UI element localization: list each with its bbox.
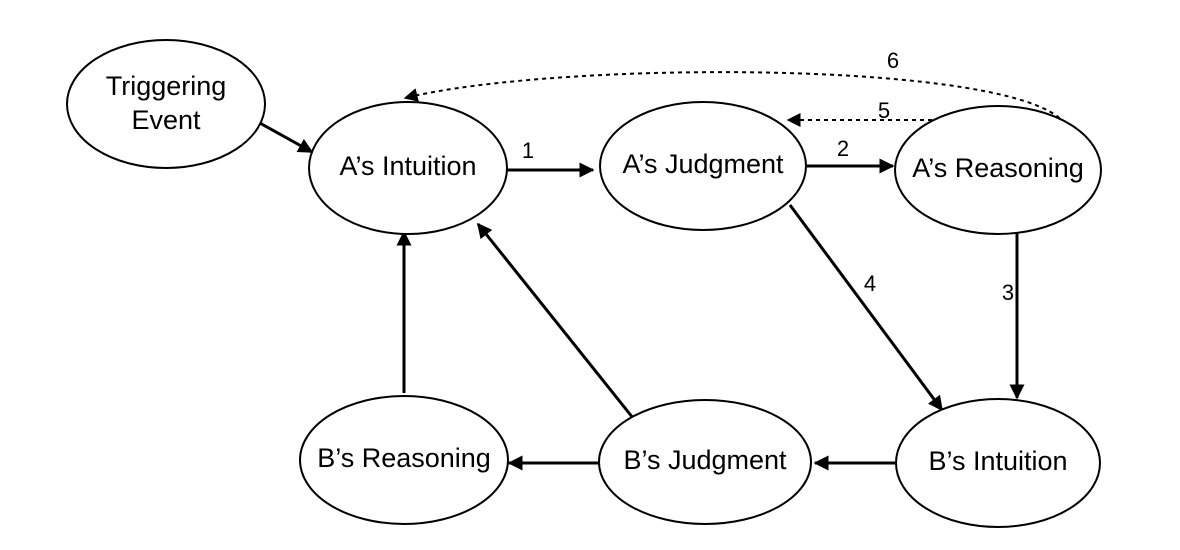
- node-a-reasoning: A’s Reasoning: [894, 105, 1102, 235]
- node-b-intuition: B’s Intuition: [895, 398, 1101, 528]
- node-label-line: B’s Judgment: [623, 445, 787, 475]
- node-label-line: Event: [131, 105, 201, 135]
- node-label-line: B’s Reasoning: [317, 443, 491, 473]
- edge-trigger-to-a-intuition: [257, 120, 314, 154]
- edge-b-judgment-to-a-intuition: [476, 222, 635, 419]
- edge-label-2: 2: [837, 136, 849, 161]
- edge-label-4: 4: [864, 271, 876, 296]
- node-a-judgment: A’s Judgment: [599, 101, 807, 231]
- node-triggering-event: Triggering Event: [66, 39, 266, 169]
- edge-labels-layer: 1 2 3 4 5 6: [522, 48, 1014, 305]
- edge-label-6: 6: [887, 48, 899, 73]
- node-label-line: A’s Judgment: [622, 149, 784, 179]
- node-label-line: A’s Intuition: [339, 151, 476, 181]
- edges-layer: [257, 71, 1066, 471]
- edge-label-5: 5: [878, 98, 890, 123]
- edge-4-a-judgment-to-b-intuition: [788, 204, 944, 412]
- node-b-reasoning: B’s Reasoning: [299, 395, 509, 525]
- edge-6-a-reasoning-to-a-intuition: [403, 71, 1066, 125]
- node-label-line: A’s Reasoning: [912, 153, 1084, 183]
- edge-label-3: 3: [1002, 280, 1014, 305]
- nodes-layer: Triggering Event A’s Intuition A’s Judgm…: [66, 39, 1102, 528]
- edge-label-1: 1: [522, 138, 534, 163]
- node-label-line: B’s Intuition: [928, 446, 1067, 476]
- node-label-line: Triggering: [106, 71, 227, 101]
- node-b-judgment: B’s Judgment: [598, 399, 812, 525]
- node-a-intuition: A’s Intuition: [308, 101, 508, 235]
